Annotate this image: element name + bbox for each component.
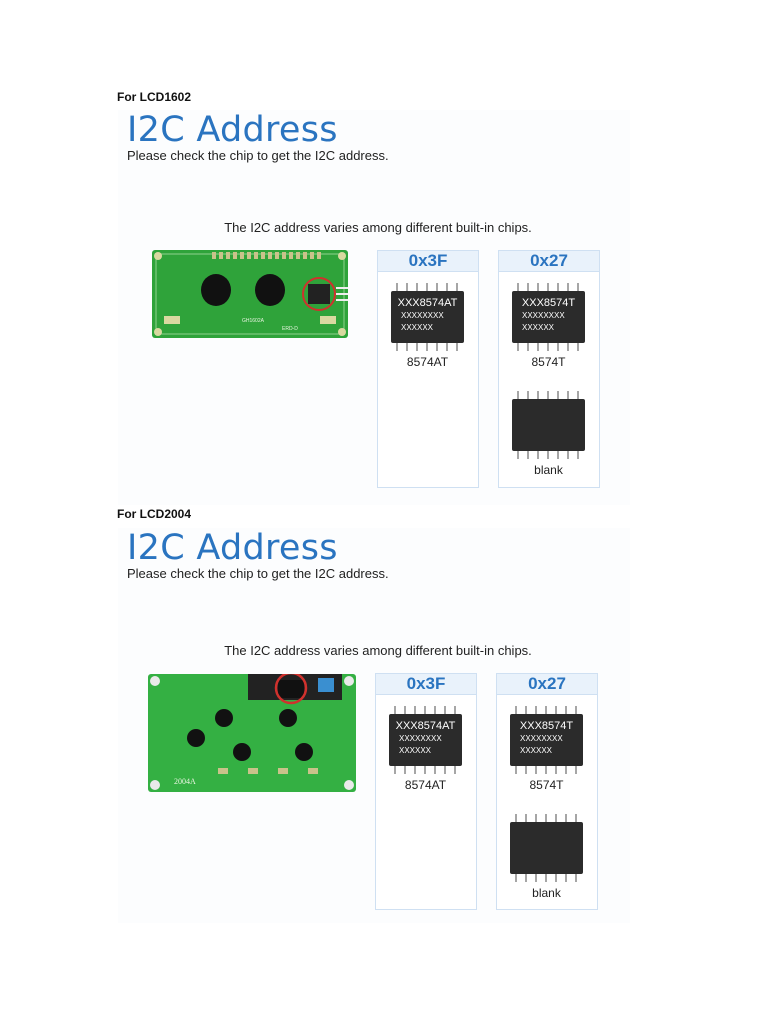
- address-label: 0x27: [499, 251, 599, 272]
- chip-marking-line-2: XXXXXXXX: [520, 734, 563, 743]
- chip-8574t: XXX8574T XXXXXXXX XXXXXX 8574T: [512, 283, 585, 369]
- panel-caption: The I2C address varies among different b…: [224, 220, 532, 235]
- panel-title: I2C Address: [127, 110, 338, 150]
- chip-marking-line-1: XXX8574T: [519, 720, 574, 732]
- svg-text:GH1602A: GH1602A: [242, 318, 265, 324]
- chip-blank: blank: [510, 814, 583, 900]
- section-heading: For LCD1602: [117, 90, 192, 104]
- panel-caption: The I2C address varies among different b…: [224, 643, 532, 658]
- lcd1602-board-image: GH1602A ERD-D: [152, 250, 348, 338]
- svg-text:ERD-D: ERD-D: [282, 326, 298, 332]
- chip-marking-line-3: XXXXXX: [520, 746, 553, 755]
- address-label: 0x27: [497, 674, 597, 695]
- chip-marking-line-2: XXXXXXXX: [522, 311, 565, 320]
- address-column-0x27: 0x27 XXX8574T XXXXXXXX XXXXXX 8574T: [496, 673, 598, 910]
- chip-8574at: XXX8574AT XXXXXXXX XXXXXX 8574AT: [389, 706, 462, 792]
- panel-subtitle: Please check the chip to get the I2C add…: [127, 566, 389, 581]
- lcd2004-board-image: 2004A: [148, 671, 356, 792]
- chip-marking-line-2: XXXXXXXX: [399, 734, 442, 743]
- i2c-address-panel: I2C Address Please check the chip to get…: [118, 528, 630, 923]
- chip-label: 8574T: [531, 355, 566, 369]
- chip-marking-line-3: XXXXXX: [399, 746, 432, 755]
- address-label: 0x3F: [378, 251, 478, 272]
- panel-title: I2C Address: [127, 528, 338, 568]
- address-column-0x27: 0x27 XXX8574T XXXXXXXX XXXXXX 8574T: [498, 250, 600, 488]
- chip-label: blank: [532, 886, 561, 900]
- chip-label: blank: [534, 463, 563, 477]
- chip-label: 8574T: [529, 778, 564, 792]
- i2c-address-panel: I2C Address Please check the chip to get…: [118, 110, 630, 505]
- chip-marking-line-3: XXXXXX: [401, 323, 434, 332]
- chip-marking-line-3: XXXXXX: [522, 323, 555, 332]
- address-column-0x3f: 0x3F XXX8574AT XXXXXXXX XXXXXX 8574AT: [375, 673, 477, 910]
- chip-8574at: XXX8574AT XXXXXXXX XXXXXX 8574AT: [391, 283, 464, 369]
- chip-marking-line-1: XXX8574AT: [397, 297, 458, 309]
- chip-label: 8574AT: [406, 355, 449, 369]
- chip-blank: blank: [512, 391, 585, 477]
- address-column-0x3f: 0x3F XXX8574AT XXXXXXXX XXXXXX 8574AT: [377, 250, 479, 488]
- address-label: 0x3F: [376, 674, 476, 695]
- chip-marking-line-2: XXXXXXXX: [401, 311, 444, 320]
- section-heading: For LCD2004: [117, 507, 192, 521]
- chip-8574t: XXX8574T XXXXXXXX XXXXXX 8574T: [510, 706, 583, 792]
- chip-marking-line-1: XXX8574AT: [395, 720, 456, 732]
- panel-subtitle: Please check the chip to get the I2C add…: [127, 148, 389, 163]
- chip-marking-line-1: XXX8574T: [521, 297, 576, 309]
- chip-label: 8574AT: [404, 778, 447, 792]
- board-label: 2004A: [174, 777, 196, 786]
